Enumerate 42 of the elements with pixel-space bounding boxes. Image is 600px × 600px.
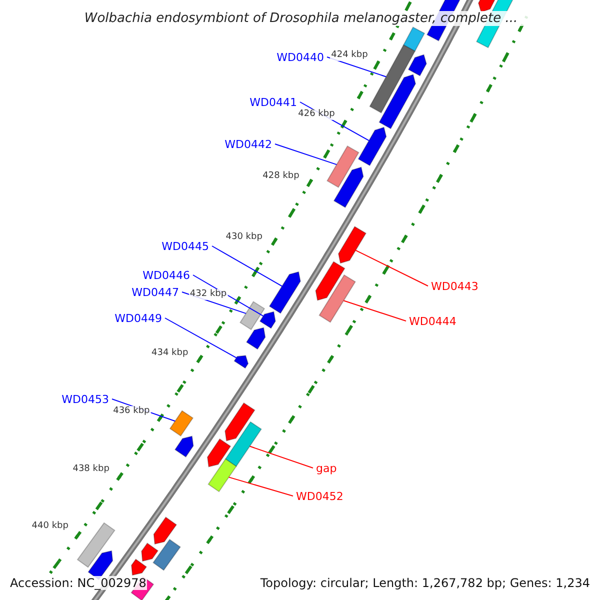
scale-label: 430 kbp [224, 232, 264, 243]
leader-line [343, 300, 406, 322]
gene-label: WD0453 [60, 393, 110, 406]
gene-label: WD0442 [224, 138, 273, 151]
scale-label: 434 kbp [150, 348, 190, 360]
gene-block [169, 410, 194, 437]
scale-label: 440 kbp [30, 521, 70, 532]
leader-line [228, 476, 294, 496]
gene-label: WD0447 [130, 286, 180, 299]
gene-block [318, 274, 356, 323]
scale-label: 438 kbp [72, 464, 110, 476]
scale-label: 432 kbp [188, 289, 228, 300]
genome-summary-text: Topology: circular; Length: 1,267,782 bp; Genes: 1,234 [259, 576, 591, 590]
gene-block [240, 301, 266, 330]
gene-label: WD0441 [248, 96, 298, 109]
gene-block [326, 145, 360, 188]
leader-line [326, 56, 387, 78]
gene-label: WD0445 [160, 240, 210, 253]
gene-label: WD0449 [114, 312, 163, 325]
accession-text: Accession: NC_002978 [9, 576, 148, 590]
gene-label: WD0440 [276, 51, 325, 64]
leader-line [212, 246, 283, 287]
gene-block [224, 421, 262, 468]
leader-line [274, 144, 338, 166]
scale-label: 436 kbp [112, 406, 151, 417]
scale-label: 428 kbp [262, 170, 300, 182]
gene-block [369, 44, 416, 114]
gene-block [268, 271, 301, 314]
gene-label: WD0443 [430, 280, 480, 293]
gene-block [234, 355, 249, 369]
scale-label: 426 kbp [297, 109, 336, 120]
gene-label: WD0452 [295, 490, 344, 503]
gene-block [259, 311, 276, 329]
gene-block [338, 226, 367, 264]
gene-block [358, 126, 387, 166]
gene-block [208, 458, 237, 492]
leader-line [164, 318, 237, 358]
gene-label: WD0446 [142, 269, 191, 282]
scale-label: 424 kbp [330, 50, 369, 62]
gene-label: WD0444 [408, 315, 458, 328]
leader-line [355, 250, 428, 286]
leader-line [249, 446, 314, 468]
